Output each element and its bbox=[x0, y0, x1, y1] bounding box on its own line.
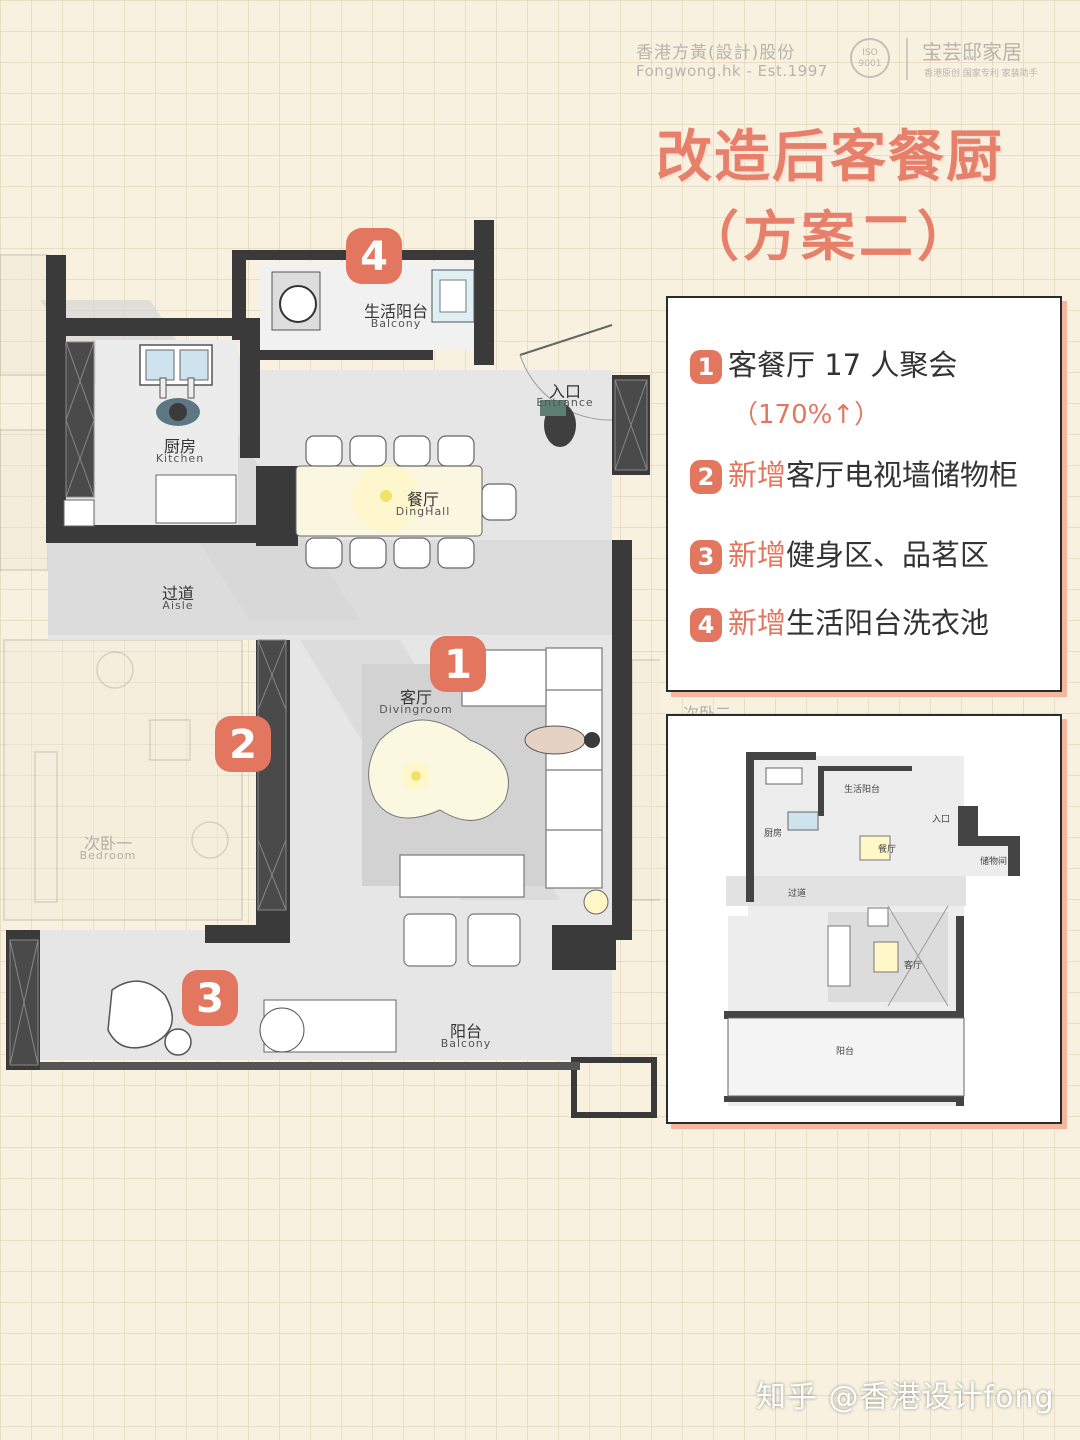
brand-divider bbox=[906, 38, 908, 80]
mini-label-storage: 储物间 bbox=[980, 857, 1008, 867]
label-living: 客厅 bbox=[399, 688, 432, 707]
highlight-3-badge: 3 bbox=[690, 540, 722, 574]
label-entrance-en: Entrance bbox=[536, 396, 594, 409]
label-bedroom: 次卧一 bbox=[83, 834, 132, 853]
highlight-3-text: 健身区、品茗区 bbox=[786, 538, 990, 572]
original-plan-drawing bbox=[724, 752, 1020, 1106]
label-bedroom-en: Bedroom bbox=[79, 849, 137, 862]
mini-label-living: 客厅 bbox=[904, 961, 923, 971]
dining-set bbox=[295, 435, 517, 569]
plan-marker-4: 4 bbox=[360, 234, 388, 280]
highlight-3-prefix: 新增 bbox=[728, 538, 787, 572]
iso-seal-icon: ISO 9001 bbox=[850, 38, 890, 78]
utility-balcony bbox=[260, 262, 475, 350]
label-kitchen-en: Kitchen bbox=[155, 452, 205, 465]
highlight-4-badge: 4 bbox=[690, 608, 722, 642]
label-aisle: 过道 bbox=[161, 584, 194, 603]
mini-label-dining: 餐厅 bbox=[878, 845, 897, 855]
floor-plan bbox=[0, 220, 660, 1118]
balcony-furniture bbox=[107, 980, 397, 1056]
brand-name: 香港方黃(設計)股份 bbox=[636, 43, 796, 63]
highlight-2-badge: 2 bbox=[690, 460, 722, 494]
faded-neighbour-rooms bbox=[0, 254, 660, 921]
person-kitchen-icon bbox=[156, 377, 200, 426]
highlight-1-badge: 1 bbox=[690, 350, 722, 384]
highlight-4-text: 生活阳台洗衣池 bbox=[786, 606, 990, 640]
label-entrance: 入口 bbox=[548, 382, 581, 401]
mini-label-balcony-bottom: 阳台 bbox=[836, 1047, 855, 1057]
label-kitchen: 厨房 bbox=[163, 437, 196, 456]
highlight-1-text: 客餐厅 17 人聚会 bbox=[728, 348, 958, 382]
mini-label-kitchen: 厨房 bbox=[764, 829, 783, 839]
kitchen-area bbox=[63, 340, 238, 527]
highlight-2-prefix: 新增 bbox=[728, 458, 787, 492]
highlight-4-prefix: 新增 bbox=[728, 606, 787, 640]
storage-cabinets bbox=[9, 341, 648, 1066]
highlight-1-extra: （170%↑） bbox=[732, 400, 881, 430]
label-balcony-top-en: Balcony bbox=[370, 317, 422, 330]
watermark: 知乎 @香港设计fong bbox=[756, 1380, 1055, 1415]
label-dining-en: DingHall bbox=[395, 505, 451, 518]
page-title: 改造后客餐厨 bbox=[656, 125, 1004, 190]
brand-header: 香港方黃(設計)股份 Fongwong.hk - Est.1997 ISO 90… bbox=[636, 38, 1056, 86]
plan-marker-3: 3 bbox=[196, 976, 224, 1022]
mini-label-entrance: 入口 bbox=[932, 815, 951, 825]
plan-marker-1: 1 bbox=[444, 642, 472, 688]
plan-marker-2: 2 bbox=[229, 722, 257, 768]
living-set bbox=[362, 647, 609, 967]
plan-marker-shapes bbox=[182, 228, 486, 1026]
mini-label-aisle: 过道 bbox=[788, 889, 807, 899]
label-balcony-top: 生活阳台 bbox=[363, 302, 428, 321]
original-plan-card: 生活阳台 厨房 餐厅 入口 储物间 过道 客厅 阳台 bbox=[666, 714, 1062, 1124]
page-subtitle: （方案二） bbox=[685, 205, 975, 268]
label-living-en: Divingroom bbox=[379, 703, 453, 716]
mini-label-balcony-top: 生活阳台 bbox=[844, 785, 881, 795]
label-balcony-bottom: 阳台 bbox=[449, 1022, 482, 1041]
brand2-tagline: 香港原创 国家专利 家装助手 bbox=[924, 69, 1038, 79]
brand-website: Fongwong.hk - Est.1997 bbox=[636, 62, 828, 80]
brand2-name: 宝芸邸家居 bbox=[922, 40, 1022, 64]
entrance-person-icon bbox=[519, 324, 613, 447]
highlight-2-text: 客厅电视墙储物柜 bbox=[786, 458, 1019, 492]
label-dining: 餐厅 bbox=[406, 490, 439, 509]
label-balcony-bottom-en: Balcony bbox=[440, 1037, 492, 1050]
label-aisle-en: Aisle bbox=[162, 599, 194, 612]
